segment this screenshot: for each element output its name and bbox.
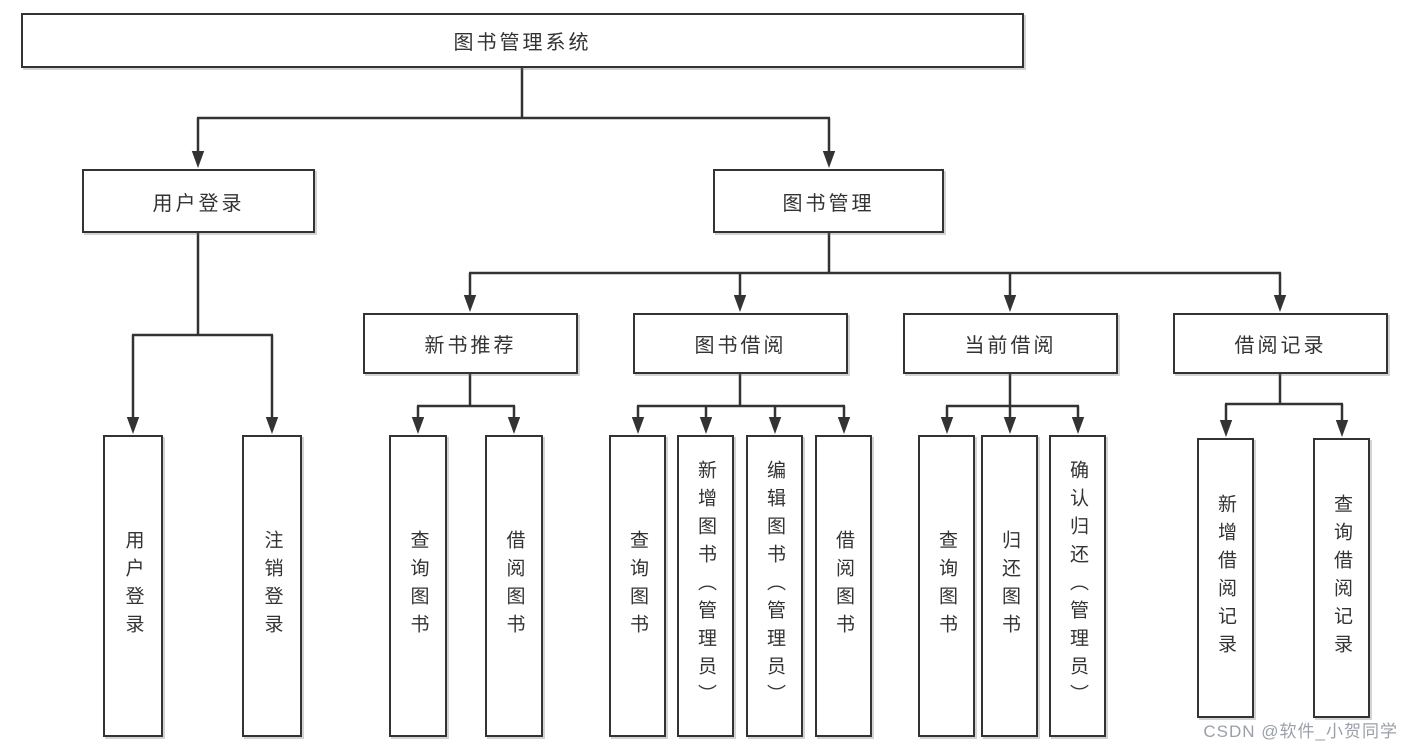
leaf-query-books-current-label: 查询图书	[936, 530, 957, 642]
leaf-logout-label: 注销登录	[261, 530, 283, 642]
node-book-management: 图书管理	[713, 169, 944, 233]
leaf-user-login-label: 用户登录	[122, 530, 144, 642]
leaf-borrow-books-label: 借阅图书	[833, 530, 854, 642]
leaf-add-book-admin-label: 新增图书（管理员）	[695, 460, 716, 712]
node-new-book-recommend-label: 新书推荐	[424, 335, 517, 357]
node-book-borrowing-label: 图书借阅	[694, 335, 787, 357]
node-library-system: 图书管理系统	[21, 13, 1024, 68]
leaf-add-borrow-record-label: 新增借阅记录	[1215, 494, 1236, 662]
leaf-borrow-books-recommend-label: 借阅图书	[503, 530, 525, 642]
node-current-borrowing: 当前借阅	[903, 313, 1118, 374]
leaf-borrow-books-recommend: 借阅图书	[485, 435, 543, 737]
leaf-edit-book-admin: 编辑图书（管理员）	[746, 435, 803, 737]
leaf-borrow-books: 借阅图书	[815, 435, 872, 737]
leaf-query-borrow-record-label: 查询借阅记录	[1331, 494, 1352, 662]
leaf-query-books-recommend: 查询图书	[389, 435, 447, 737]
leaf-confirm-return-admin-label: 确认归还（管理员）	[1067, 460, 1088, 712]
node-new-book-recommend: 新书推荐	[363, 313, 578, 374]
node-borrowing-records: 借阅记录	[1173, 313, 1388, 374]
leaf-return-book: 归还图书	[981, 435, 1038, 737]
node-user-login: 用户登录	[82, 169, 315, 233]
node-book-management-label: 图书管理	[782, 192, 875, 215]
leaf-add-book-admin: 新增图书（管理员）	[677, 435, 734, 737]
node-user-login-label: 用户登录	[152, 192, 245, 215]
node-library-system-label: 图书管理系统	[453, 32, 592, 54]
leaf-query-books-borrow: 查询图书	[609, 435, 666, 737]
node-current-borrowing-label: 当前借阅	[964, 335, 1057, 357]
leaf-query-books-borrow-label: 查询图书	[627, 530, 648, 642]
leaf-logout: 注销登录	[242, 435, 302, 737]
watermark: CSDN @软件_小贺同学	[1203, 722, 1398, 741]
leaf-return-book-label: 归还图书	[999, 530, 1020, 642]
leaf-user-login: 用户登录	[103, 435, 163, 737]
leaf-edit-book-admin-label: 编辑图书（管理员）	[764, 460, 785, 712]
node-book-borrowing: 图书借阅	[633, 313, 848, 374]
leaf-confirm-return-admin: 确认归还（管理员）	[1049, 435, 1106, 737]
leaf-query-borrow-record: 查询借阅记录	[1313, 438, 1370, 718]
leaf-query-books-current: 查询图书	[918, 435, 975, 737]
leaf-add-borrow-record: 新增借阅记录	[1197, 438, 1254, 718]
leaf-query-books-recommend-label: 查询图书	[407, 530, 429, 642]
node-borrowing-records-label: 借阅记录	[1234, 335, 1327, 357]
